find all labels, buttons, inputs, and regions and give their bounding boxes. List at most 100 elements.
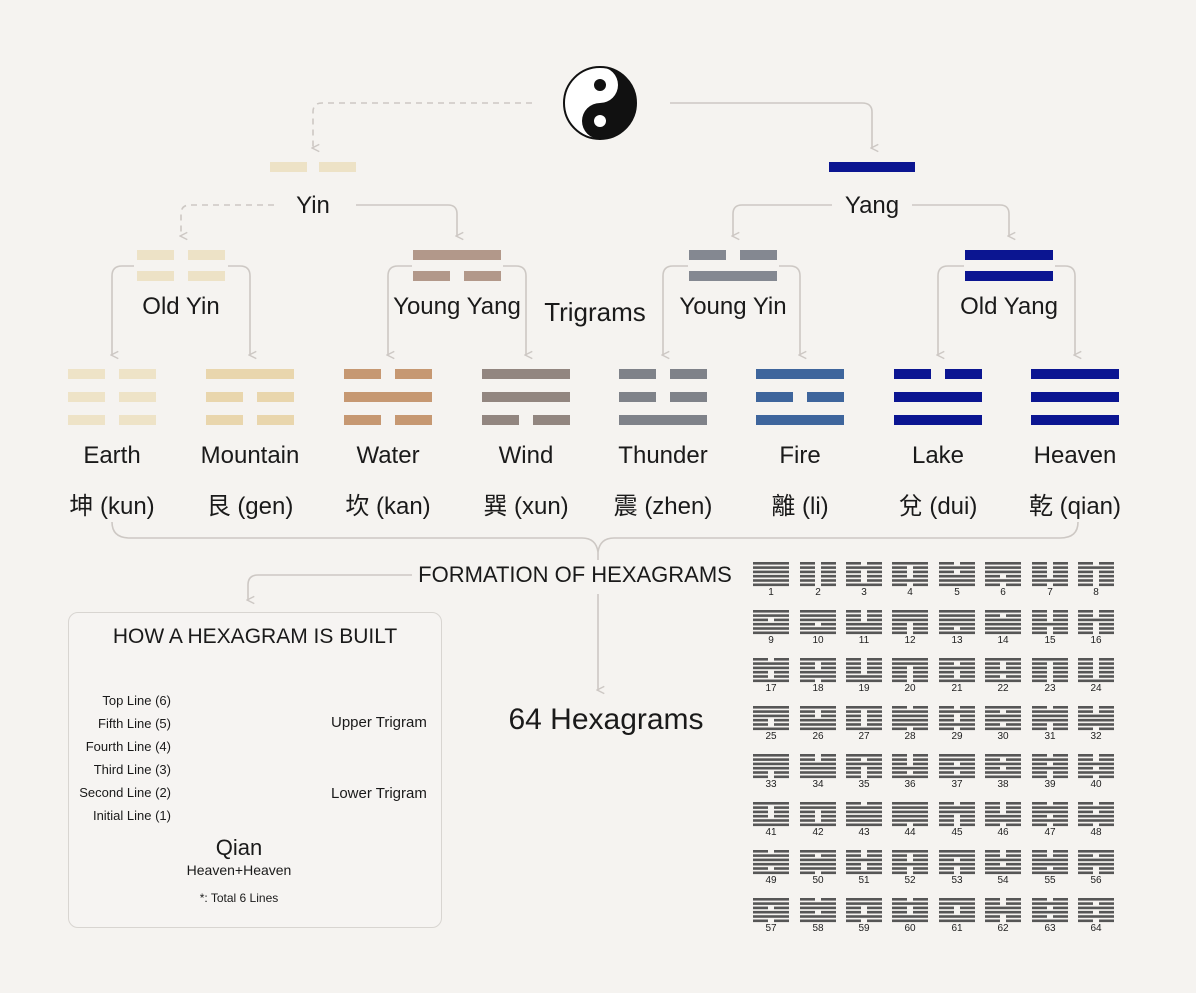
hexagram-5-broken-line-left	[939, 570, 954, 574]
hexagram-4-broken-line-left	[892, 570, 907, 574]
trigram-name-earth: Earth	[83, 442, 141, 469]
hexagram-60-broken-line-left	[892, 898, 907, 901]
trigram-bar-fire-solid-line	[756, 369, 844, 379]
hexagram-number-5: 5	[954, 587, 960, 598]
hexagram-25-solid-line	[753, 714, 789, 718]
hexagram-62-broken-line-left	[985, 902, 1000, 905]
hexagram-59-broken-line-right	[867, 919, 882, 923]
hexagram-19-broken-line-right	[867, 670, 882, 674]
hexagram-59-solid-line	[846, 915, 882, 918]
trigram-bar-thunder-broken-line-left	[619, 392, 656, 402]
hexagram-15-broken-line-left	[1032, 610, 1047, 613]
hexagram-49-broken-line-right	[774, 850, 789, 853]
hexagram-56	[1078, 850, 1114, 875]
hexagram-21-broken-line-left	[939, 675, 954, 678]
hexagram-62-broken-line-right	[1006, 898, 1021, 901]
hexagram-31	[1032, 706, 1068, 731]
trigram-chinese-mountain: 艮 (gen)	[206, 493, 294, 520]
hexagram-20-broken-line-left	[892, 666, 907, 670]
connector-oldyang-heaven	[1055, 265, 1075, 355]
hexagram-53-broken-line-left	[939, 867, 954, 870]
hexagram-19-broken-line-right	[867, 666, 882, 670]
hexagram-number-53: 53	[951, 875, 963, 886]
hexagram-45-broken-line-right	[960, 819, 975, 822]
hexagram-19-solid-line	[846, 679, 882, 683]
trigram-brace	[111, 521, 1079, 553]
hexagram-25-broken-line-left	[753, 723, 768, 726]
hexagram-21-solid-line	[939, 679, 975, 683]
hexagram-number-29: 29	[951, 731, 963, 742]
hexagram-22-solid-line	[985, 679, 1021, 683]
hexagram-40-broken-line-left	[1078, 758, 1093, 761]
hexagram-1-solid-line	[753, 583, 789, 587]
hexagram-28-solid-line	[892, 718, 928, 722]
hexagram-20-solid-line	[892, 658, 928, 661]
hexagram-15-broken-line-right	[1053, 631, 1068, 635]
trigram-chinese-heaven: 乾 (qian)	[1028, 493, 1122, 520]
trigram-bar-mountain-solid-line	[206, 369, 294, 379]
hexagram-2	[800, 562, 836, 587]
hexagram-53-broken-line-left	[939, 858, 954, 862]
hexagram-50-broken-line-right	[821, 854, 836, 857]
hexagram-37	[939, 754, 975, 779]
hexagram-19-broken-line-left	[846, 666, 861, 670]
hexagram-number-13: 13	[951, 635, 963, 646]
hexagram-45-solid-line	[939, 810, 975, 814]
hexagram-58-broken-line-right	[821, 898, 836, 901]
hexagram-41-broken-line-left	[753, 814, 768, 818]
hexagram-59-solid-line	[846, 902, 882, 905]
hexagram-52	[892, 850, 928, 875]
hexagram-44-broken-line-right	[913, 823, 928, 827]
hexagram-57-broken-line-left	[753, 919, 768, 923]
hexagram-33-solid-line	[753, 766, 789, 770]
hexagram-60-broken-line-right	[913, 906, 928, 910]
hexagram-7-broken-line-right	[1053, 562, 1068, 565]
hexagram-8-broken-line-left	[1078, 579, 1093, 582]
hexagram-19-broken-line-left	[846, 658, 861, 661]
hexagram-24-broken-line-right	[1099, 662, 1114, 665]
hexagram-40-broken-line-left	[1078, 766, 1093, 770]
hexagram-47	[1032, 802, 1068, 827]
hexagram-19-broken-line-left	[846, 662, 861, 665]
hexagram-50-broken-line-right	[821, 871, 836, 875]
hexagram-31-solid-line	[1032, 710, 1068, 713]
hexagram-number-59: 59	[858, 923, 870, 934]
hexagram-14-broken-line-left	[985, 614, 1000, 617]
hexagram-38-solid-line	[985, 754, 1021, 757]
hexagram-42-solid-line	[800, 802, 836, 805]
hexagram-57-broken-line-right	[774, 906, 789, 910]
hexagram-29-broken-line-right	[960, 718, 975, 722]
hexagram-51-broken-line-left	[846, 850, 861, 853]
hexagram-40-broken-line-left	[1078, 754, 1093, 757]
hexagram-14-solid-line	[985, 622, 1021, 626]
hexagram-34-solid-line	[800, 775, 836, 779]
hexagram-2-broken-line-right	[821, 570, 836, 574]
trigram-chinese-lake: 兌 (dui)	[898, 493, 978, 520]
hexagram-39-broken-line-left	[1032, 762, 1047, 766]
hexagram-59-broken-line-left	[846, 906, 861, 910]
hexagram-62-broken-line-left	[985, 898, 1000, 901]
hexagram-number-27: 27	[858, 731, 870, 742]
hexagram-31-broken-line-left	[1032, 706, 1047, 709]
hexagram-10	[800, 610, 836, 635]
hexagram-46-broken-line-right	[1006, 823, 1021, 827]
hexagram-number-31: 31	[1044, 731, 1056, 742]
hexagram-15-broken-line-right	[1053, 618, 1068, 622]
hexagram-50-broken-line-left	[800, 871, 815, 875]
trigram-bar-lake-solid-line	[894, 415, 982, 425]
hexagram-24-broken-line-right	[1099, 666, 1114, 670]
trigram-bar-fire-solid-line	[756, 415, 844, 425]
hexagram-number-57: 57	[765, 923, 777, 934]
hexagram-8	[1078, 562, 1114, 587]
hexagram-2-broken-line-right	[821, 574, 836, 578]
hexagram-3-solid-line	[846, 566, 882, 569]
hexagram-32-broken-line-left	[1078, 710, 1093, 713]
hexagram-38-solid-line	[985, 775, 1021, 779]
hexagram-39-broken-line-left	[1032, 775, 1047, 779]
hexagram-37-broken-line-right	[960, 771, 975, 774]
hexagram-47-broken-line-left	[1032, 802, 1047, 805]
trigram-bar-lake-broken-line-right	[945, 369, 982, 379]
hexagram-54-broken-line-left	[985, 862, 1000, 866]
hexagram-62-broken-line-left	[985, 919, 1000, 923]
